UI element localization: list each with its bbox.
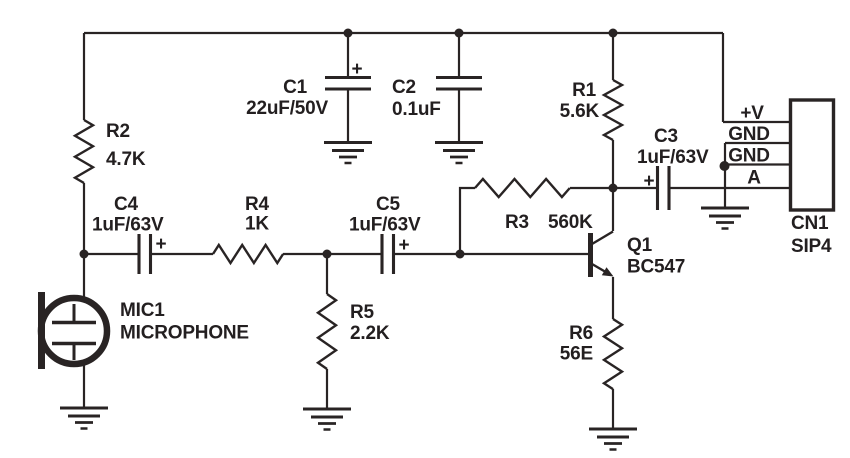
pin-label-a: A xyxy=(747,168,761,189)
pin-label-gnd1: GND xyxy=(728,124,770,145)
label-R5-ref: R5 xyxy=(350,302,375,323)
resistor-R2 xyxy=(72,118,96,185)
junction-dot xyxy=(455,249,465,259)
microphone-MIC1 xyxy=(37,292,111,369)
pin-label-vplus: +V xyxy=(740,103,764,124)
resistor-R3 xyxy=(474,177,571,199)
resistor-R5-zigzag xyxy=(315,293,339,370)
capacitor-C4 xyxy=(137,234,153,274)
labels: R2 4.7K C1 22uF/50V + C2 0.1uF R1 5.6K C… xyxy=(92,59,832,365)
label-C4-value: 1uF/63V xyxy=(92,215,164,236)
resistor-R1 xyxy=(601,78,625,142)
label-R1-value: 5.6K xyxy=(560,101,600,122)
label-MIC1-value: MICROPHONE xyxy=(120,323,249,344)
label-R3-value: 560K xyxy=(548,212,593,233)
ground-symbol-cn1 xyxy=(701,206,749,230)
transistor-Q1 xyxy=(588,230,614,277)
junction-dot xyxy=(608,183,618,193)
ground-symbol-c1 xyxy=(324,141,372,165)
label-C4-ref: C4 xyxy=(114,194,139,215)
resistor-R6 xyxy=(601,317,625,391)
label-Q1-ref: Q1 xyxy=(627,235,653,256)
label-C3-ref: C3 xyxy=(654,126,678,147)
junction-dots xyxy=(79,28,730,259)
label-R3-ref: R3 xyxy=(505,212,529,233)
ground-symbol-r5 xyxy=(303,407,351,431)
polarity-plus-C1: + xyxy=(351,59,362,80)
label-C1-ref: C1 xyxy=(283,77,308,98)
label-R6-ref: R6 xyxy=(569,323,593,344)
capacitor-C1 xyxy=(325,75,371,91)
label-C2-value: 0.1uF xyxy=(392,99,441,120)
label-Q1-value: BC547 xyxy=(627,257,685,278)
resistor-R6-zigzag xyxy=(601,317,625,391)
cn1-body xyxy=(788,98,836,212)
label-R2-ref: R2 xyxy=(106,121,130,142)
junction-dot xyxy=(719,161,730,171)
polarity-plus-C3: + xyxy=(643,171,654,192)
resistor-R4 xyxy=(211,242,285,266)
resistor-R3-zigzag xyxy=(474,177,571,199)
label-C5-value: 1uF/63V xyxy=(349,215,421,236)
pin-label-gnd2: GND xyxy=(728,146,770,167)
label-R1-ref: R1 xyxy=(572,80,597,101)
wire-r3-left xyxy=(458,186,475,254)
polarity-plus-C4: + xyxy=(155,234,166,255)
capacitor-C5 xyxy=(380,234,396,274)
label-R4-value: 1K xyxy=(245,214,269,235)
label-MIC1-ref: MIC1 xyxy=(120,300,165,321)
q1-emitter-arrow xyxy=(601,267,614,277)
label-R4-ref: R4 xyxy=(245,194,270,215)
junction-dot xyxy=(322,249,332,259)
ground-symbol-r6 xyxy=(589,427,637,451)
resistor-R1-zigzag xyxy=(601,78,625,142)
resistor-R2-zigzag xyxy=(72,118,96,185)
label-C5-ref: C5 xyxy=(376,194,401,215)
label-R6-value: 56E xyxy=(560,344,593,365)
junction-dot xyxy=(343,28,353,38)
label-C3-value: 1uF/63V xyxy=(637,147,709,168)
connector-CN1 xyxy=(788,98,836,212)
capacitor-C3 xyxy=(655,166,671,210)
label-R5-value: 2.2K xyxy=(350,323,390,344)
resistor-R5 xyxy=(315,293,339,370)
junction-dot xyxy=(79,249,89,259)
label-C2-ref: C2 xyxy=(392,77,416,98)
resistor-R4-zigzag xyxy=(211,242,285,266)
label-CN1-value: SIP4 xyxy=(791,236,832,257)
label-CN1-ref: CN1 xyxy=(791,213,829,234)
ground-symbol-c2 xyxy=(435,141,483,165)
junction-dot xyxy=(608,28,618,38)
label-C1-value: 22uF/50V xyxy=(246,98,328,119)
ground-symbol-mic xyxy=(60,406,108,430)
label-R2-value: 4.7K xyxy=(106,149,146,170)
polarity-plus-C5: + xyxy=(398,235,409,256)
wires xyxy=(82,31,790,429)
junction-dot xyxy=(454,28,464,38)
capacitor-C2 xyxy=(436,75,482,91)
q1-collector-lead xyxy=(591,230,614,246)
